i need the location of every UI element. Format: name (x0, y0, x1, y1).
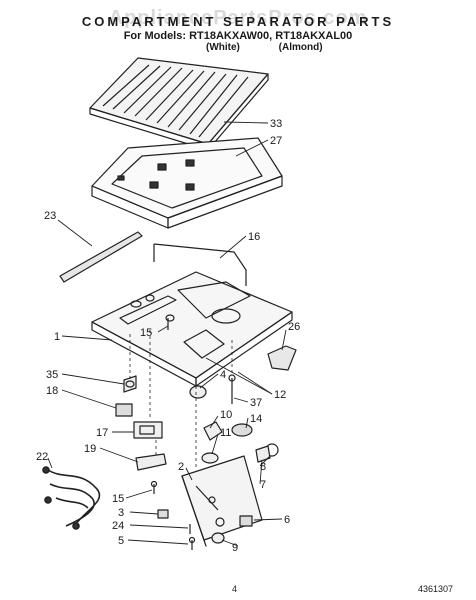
callout-5: 5 (118, 535, 124, 547)
callout-14: 14 (250, 413, 262, 425)
callout-26: 26 (288, 321, 300, 333)
page-number: 4 (232, 584, 238, 594)
callout-37: 37 (250, 397, 262, 409)
part-7 (255, 445, 271, 463)
callout-10: 10 (220, 409, 232, 421)
part-35 (123, 375, 137, 393)
shelf-grille-part-33 (89, 57, 269, 151)
callout-12: 12 (274, 389, 286, 401)
callout-4: 4 (220, 369, 226, 381)
callout-2: 2 (178, 461, 184, 473)
screw-part-5 (188, 536, 196, 550)
separator-pan-part-1 (91, 271, 293, 387)
watermark: AppliancePartsPros.com (108, 7, 368, 29)
callout-7: 7 (260, 479, 266, 491)
housing-part-2 (181, 455, 263, 547)
part-18 (115, 403, 133, 417)
callout-35: 35 (46, 369, 58, 381)
part-3 (157, 509, 169, 519)
part-17 (133, 421, 163, 439)
callout-24: 24 (112, 520, 124, 532)
callout-15-upper: 15 (140, 327, 152, 339)
trim-strip-part-23 (59, 231, 143, 283)
callout-27: 27 (270, 135, 282, 147)
diagram-title: COMPARTMENT SEPARATOR PARTS (81, 14, 395, 29)
callout-18: 18 (46, 385, 58, 397)
variant-almond: (Almond) (278, 42, 323, 53)
part-4 (189, 385, 207, 399)
callout-labels: 33 27 23 16 1 15 26 35 18 4 12 37 14 17 … (36, 118, 300, 554)
model-numbers: For Models: RT18AKXAW00, RT18AKXAL00 (123, 30, 353, 42)
callout-33: 33 (270, 118, 282, 130)
separator-frame-part-27 (91, 137, 283, 229)
callout-22: 22 (36, 451, 48, 463)
diagram-number: 4361307 (418, 584, 454, 594)
part-14 (231, 423, 253, 437)
part-11 (201, 452, 219, 464)
gasket-part-16 (153, 243, 247, 286)
callout-15-lower: 15 (112, 493, 124, 505)
callout-16: 16 (248, 231, 260, 243)
bracket-part-26 (267, 345, 297, 371)
callout-17: 17 (96, 427, 108, 439)
model-variants: (White) (Almond) (178, 42, 338, 53)
callout-19: 19 (84, 443, 96, 455)
callout-8: 8 (260, 461, 266, 473)
callout-9: 9 (232, 542, 238, 554)
callout-23: 23 (44, 210, 56, 222)
part-10 (203, 421, 223, 441)
part-9 (211, 532, 225, 544)
variant-white: (White) (206, 42, 240, 53)
part-6 (239, 515, 253, 527)
screw-part-15 (150, 318, 169, 494)
callout-1: 1 (54, 331, 60, 343)
callout-6: 6 (284, 514, 290, 526)
wire-harness-part-22 (42, 466, 101, 530)
callout-3: 3 (118, 507, 124, 519)
screw-part-37 (228, 374, 236, 404)
leader-lines (47, 121, 287, 547)
callout-11: 11 (220, 427, 231, 439)
part-19 (135, 453, 167, 471)
